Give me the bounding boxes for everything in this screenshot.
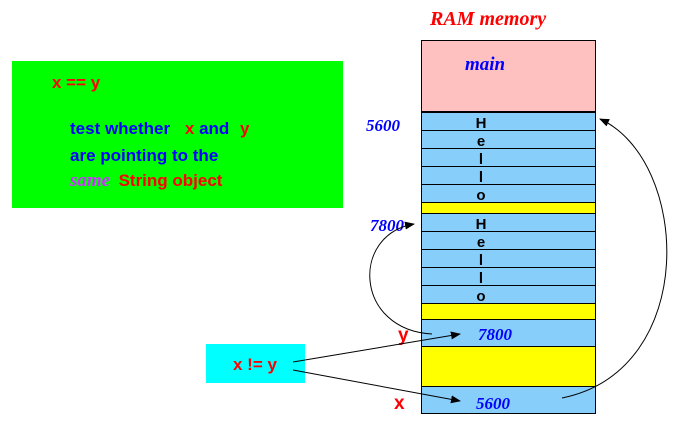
explanation-var-x: x — [184, 119, 195, 138]
explanation-and: and — [199, 119, 230, 138]
string-1-char: e — [476, 133, 486, 150]
string-1-char: l — [478, 151, 484, 168]
variable-x-value: 5600 — [476, 394, 510, 413]
inequality-box: x != y — [206, 344, 305, 383]
y-pointer-arrow — [369, 221, 433, 335]
explanation-var-y: y — [240, 119, 250, 138]
main-label: main — [465, 54, 506, 75]
string-1-char: l — [478, 169, 484, 186]
variable-y-value: 7800 — [478, 325, 512, 344]
string-2-char: e — [476, 234, 486, 251]
main-frame — [421, 40, 596, 112]
variable-x-cell — [421, 386, 596, 414]
explanation-test-whether: test whether — [70, 119, 171, 138]
string-2-char: o — [476, 288, 486, 305]
string-1-char: H — [475, 115, 487, 132]
variable-y-name: y — [398, 325, 409, 346]
string-2-char: H — [475, 216, 487, 233]
string-2-char: l — [478, 252, 484, 269]
equality-expression: x == y — [52, 73, 101, 92]
variable-y-cell — [421, 319, 596, 347]
string-1-char: o — [476, 187, 486, 204]
equality-explanation-box: x == y test whether x and y are pointing… — [12, 61, 343, 208]
explanation-line-1: test whether x and y — [70, 119, 250, 139]
address-first: 5600 — [366, 116, 400, 135]
explanation-same: same — [70, 170, 111, 191]
string-2-char: l — [478, 270, 484, 287]
explanation-line-3: same String object — [70, 170, 222, 192]
x-pointer-arrow — [561, 118, 668, 399]
explanation-line-2: are pointing to the — [70, 146, 219, 165]
ram-memory-title: RAM memory — [430, 8, 547, 30]
neq-to-x-arrow — [292, 369, 461, 404]
neq-to-y-arrow — [292, 331, 461, 363]
variable-x-name: x — [394, 393, 405, 414]
inequality-expression: x != y — [233, 355, 277, 374]
explanation-string-object: String object — [118, 171, 223, 190]
